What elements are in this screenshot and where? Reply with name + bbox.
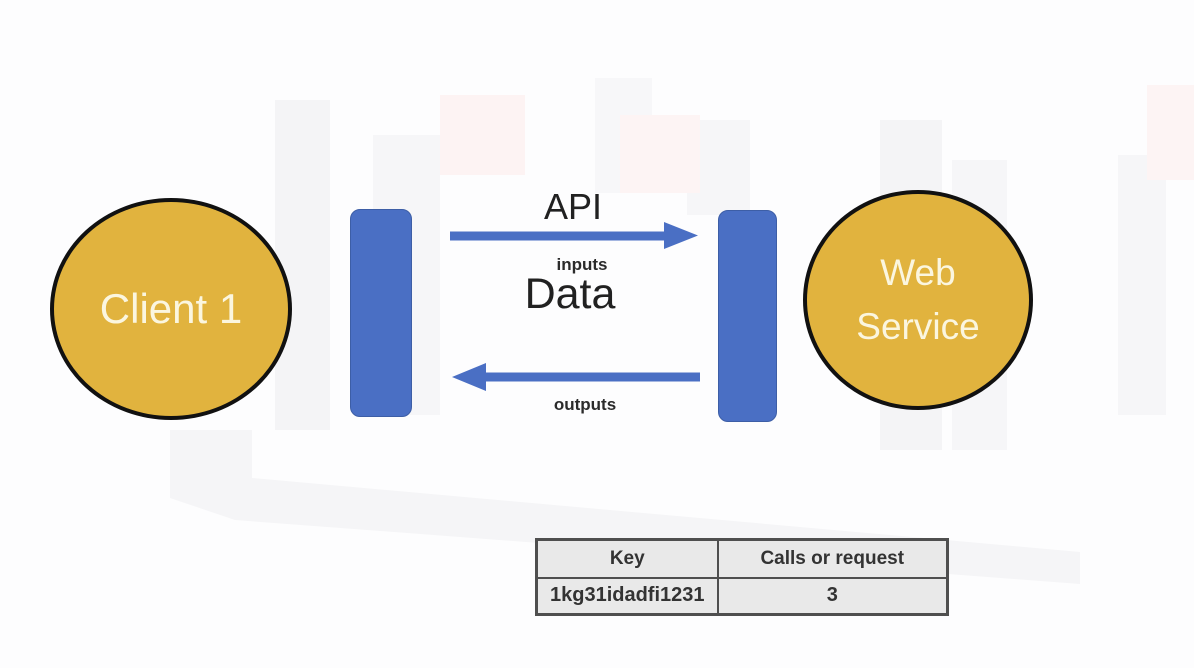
table-row: 1kg31idadfi1231 3	[535, 576, 949, 616]
web-service-label: Web Service	[856, 252, 980, 347]
api-key-table: Key Calls or request 1kg31idadfi1231 3	[535, 538, 949, 616]
table-header-key: Key	[535, 538, 719, 579]
service-interface-bar	[718, 210, 777, 422]
outputs-label: outputs	[553, 395, 617, 414]
client-label: Client 1	[99, 285, 243, 332]
data-label: Data	[524, 270, 616, 318]
client-interface-bar	[350, 209, 412, 417]
api-label: API	[543, 186, 603, 227]
table-header-calls: Calls or request	[716, 538, 949, 579]
inputs-label: inputs	[556, 255, 608, 274]
table-header-row: Key Calls or request	[535, 538, 949, 579]
table-cell-key: 1kg31idadfi1231	[535, 576, 719, 616]
web-service-node: Web Service	[803, 190, 1033, 410]
table-cell-calls: 3	[716, 576, 949, 616]
client-node: Client 1	[50, 198, 292, 420]
request-arrow	[450, 222, 698, 249]
response-arrow	[452, 363, 700, 391]
